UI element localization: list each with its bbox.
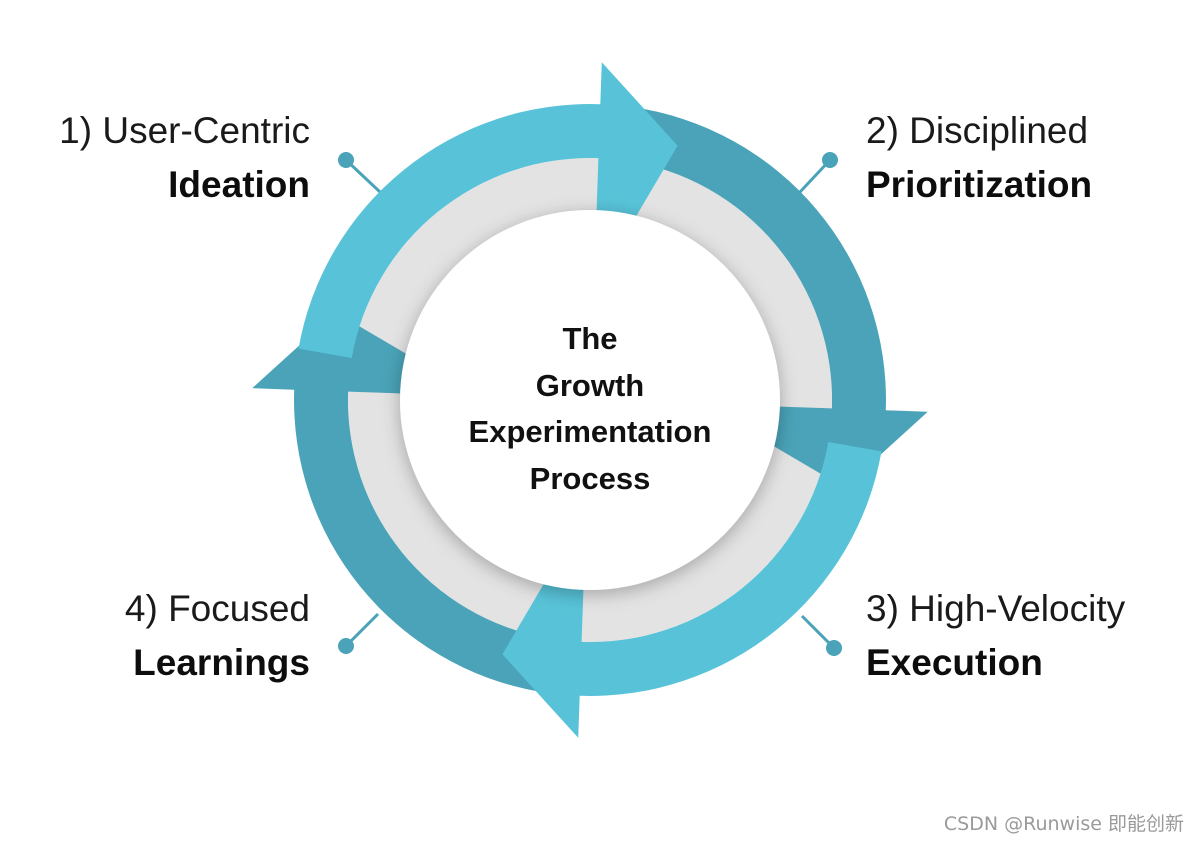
center-title-line-1: The [562,321,618,356]
center-title-line-2: Growth [535,367,645,403]
connector-1 [338,152,382,194]
stage-4-title: Learnings [133,642,310,683]
connector-3 [800,614,842,656]
arrow-ideation [298,62,678,358]
watermark: CSDN @Runwise 即能创新 [943,813,1184,835]
stage-2-number: 2) Disciplined [866,110,1089,151]
center-title: The Growth Experimentation Process [440,316,740,502]
stage-1-number: 1) User-Centric [59,110,310,151]
stage-1-label: 1) User-Centric Ideation [40,104,310,212]
connector-2 [798,152,838,194]
stage-4-number: 4) Focused [124,588,310,629]
stage-2-label: 2) Disciplined Prioritization [866,104,1166,212]
arrow-prioritization [623,106,928,488]
stage-3-number: 3) High-Velocity [866,588,1126,629]
center-title-line-3: Experimentation [468,414,712,449]
inner-circle [400,210,780,590]
arrow-execution [502,442,882,738]
center-title-line-4: Process [529,460,651,496]
stage-3-label: 3) High-Velocity Execution [866,582,1186,690]
connector-4 [338,612,380,654]
stage-2-title: Prioritization [866,164,1093,205]
stage-4-label: 4) Focused Learnings [40,582,310,690]
stage-3-title: Execution [866,642,1043,683]
stage-1-title: Ideation [168,164,310,205]
arrow-learnings [252,312,548,692]
